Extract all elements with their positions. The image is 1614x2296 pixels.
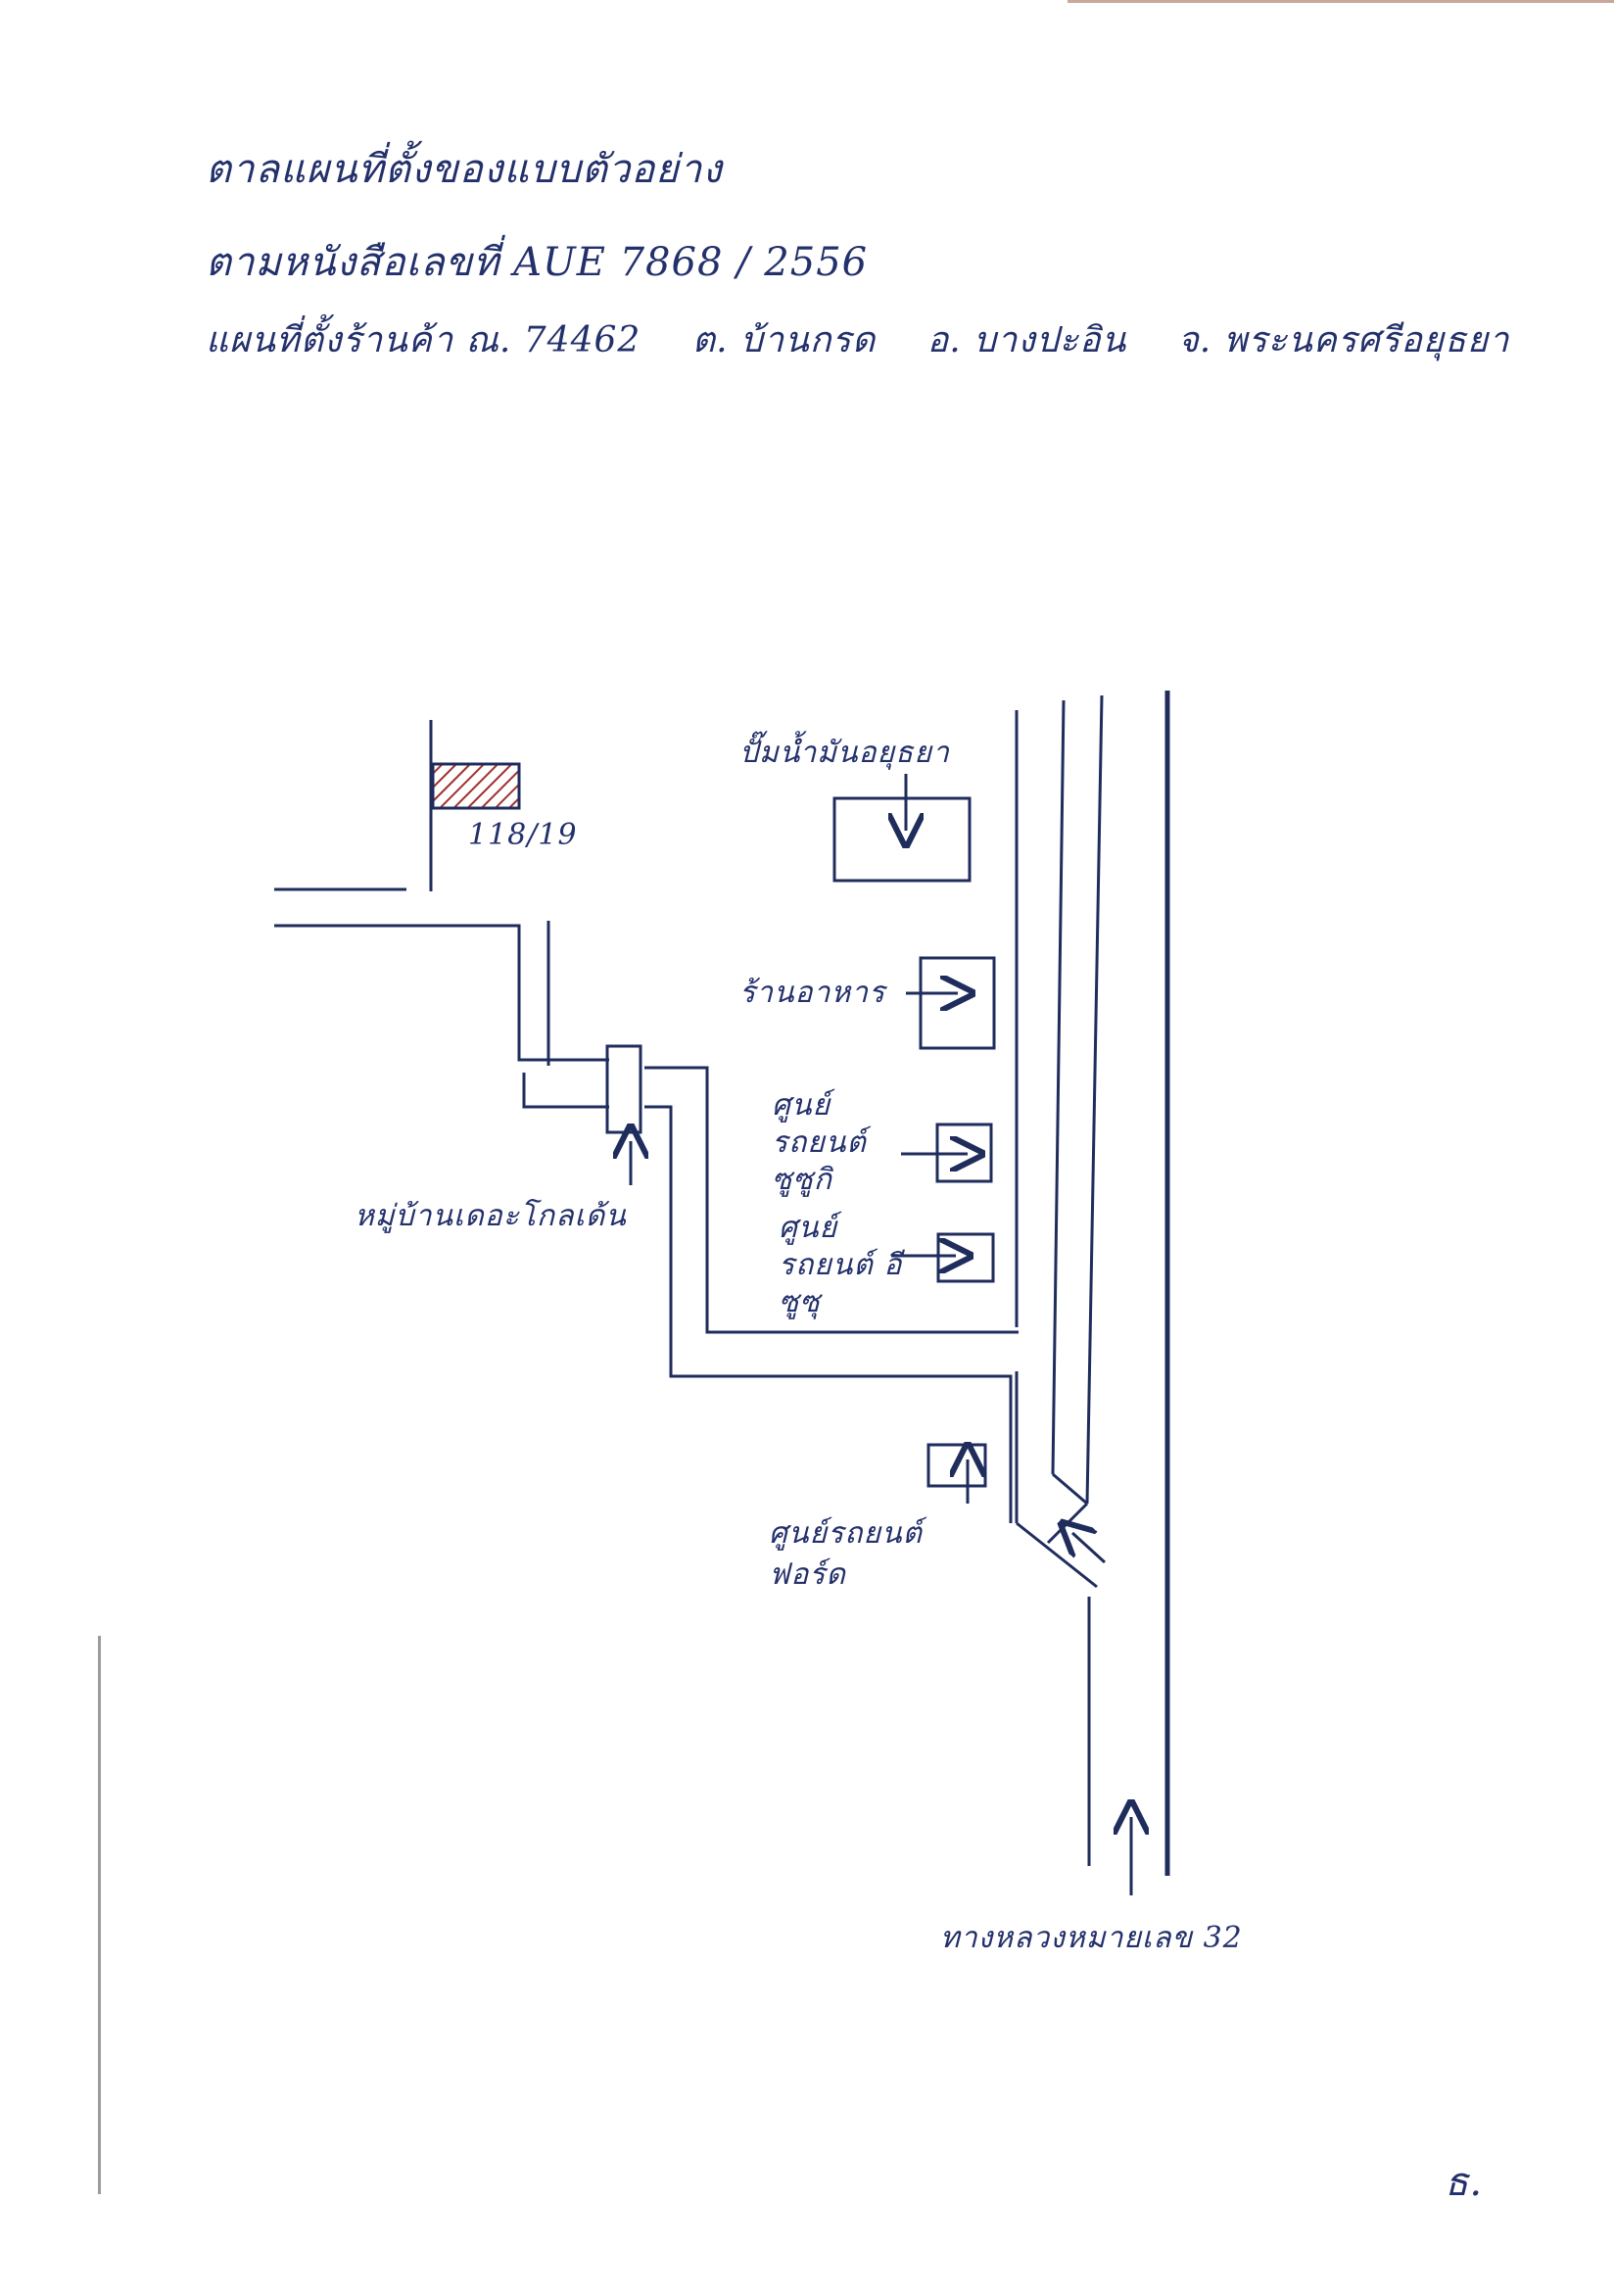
house-marker — [431, 762, 521, 810]
station-top-label: ปั๊มน้ำมันอยุธยา — [739, 736, 950, 770]
shop-3-label: ศูนย์รถยนต์ อีซูซุ — [779, 1211, 903, 1319]
shop-1-building — [919, 956, 996, 1050]
paper-edge-top — [1068, 0, 1614, 3]
house-number: 118/19 — [468, 818, 578, 852]
document-reference: ตามหนังสือเลขที่ AUE 7868 / 2556 — [206, 240, 869, 285]
address-part: แผนที่ตั้งร้านค้า ณ. 74462 — [206, 320, 641, 360]
highway-label: ทางหลวงหมายเลข 32 — [940, 1921, 1243, 1955]
highway-road — [1015, 691, 1170, 1876]
document-title: ตาลแผนที่ตั้งของแบบตัวอย่าง — [206, 147, 723, 192]
village-road — [274, 720, 1019, 1523]
village-label: หมู่บ้านเดอะโกลเด้น — [355, 1199, 627, 1233]
paper-edge-left — [98, 1636, 101, 2194]
address-part: จ. พระนครศรีอยุธยา — [1177, 320, 1510, 360]
shop-2-label: ศูนย์รถยนต์ ซูซูกิ — [772, 1088, 867, 1197]
village-gate — [605, 1044, 642, 1134]
document-address: แผนที่ตั้งร้านค้า ณ. 74462 ต. บ้านกรด อ.… — [206, 311, 1548, 367]
address-part: อ. บางปะอิน — [926, 320, 1127, 360]
shop-4-building — [926, 1443, 987, 1488]
address-part: ต. บ้านกรด — [691, 320, 877, 360]
signature: ธ. — [1445, 2160, 1484, 2205]
shop-1-label: ร้านอาหาร — [739, 976, 886, 1010]
turn-arrow — [1072, 1533, 1107, 1564]
station-top-building — [832, 796, 972, 883]
shop-3-building — [936, 1232, 995, 1283]
shop-4-label: ศูนย์รถยนต์ ฟอร์ด — [769, 1516, 923, 1592]
